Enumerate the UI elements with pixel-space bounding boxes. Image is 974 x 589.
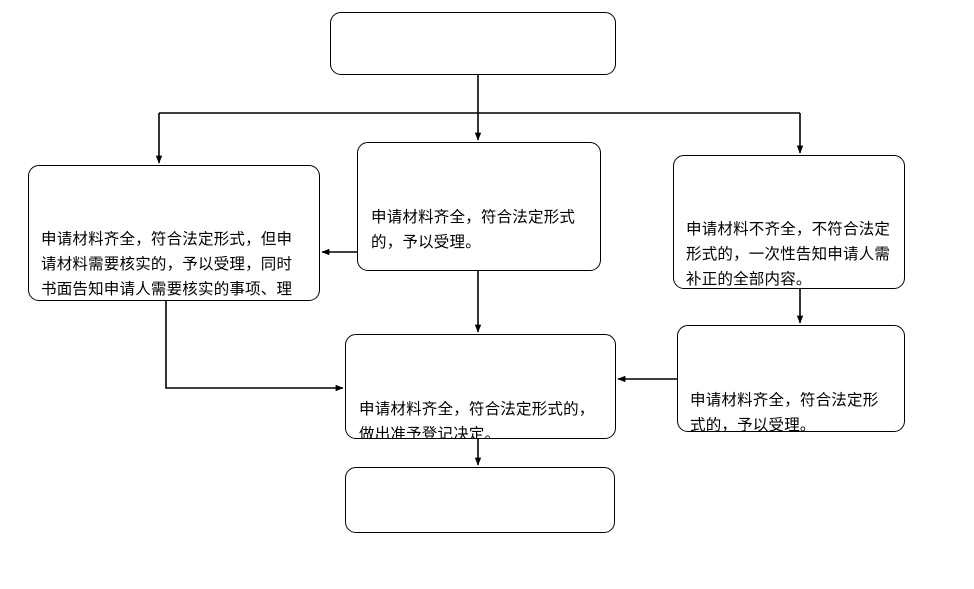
node-label: 领取企业名称预先核准通知书 [359, 530, 601, 532]
node-label: 申请材料齐全，符合法定形式的，予以受理。 [371, 208, 576, 252]
node-label: 申请材料齐全，符合法定形式的，予以受理。 [690, 391, 879, 432]
node-accept-right[interactable]: 申请材料齐全，符合法定形式的，予以受理。 [677, 325, 905, 432]
node-label: 申请材料齐全，符合法定形式的，做出准予登记决定。 [359, 400, 595, 439]
edge-verify-needed-to-approve [165, 301, 344, 392]
node-accept-top[interactable]: 申请材料齐全，符合法定形式的，予以受理。 [357, 142, 601, 271]
node-submit-application[interactable]: 申请人递交申请材料 [330, 12, 616, 75]
node-approve-registration[interactable]: 申请材料齐全，符合法定形式的，做出准予登记决定。 [345, 334, 616, 439]
node-verify-needed[interactable]: 申请材料齐全，符合法定形式，但申请材料需要核实的，予以受理，同时书面告知申请人需… [28, 165, 320, 301]
node-label: 申请材料齐全，符合法定形式，但申请材料需要核实的，予以受理，同时书面告知申请人需… [41, 230, 293, 299]
node-label: 申请材料不齐全，不符合法定形式的，一次性告知申请人需补正的全部内容。 [686, 220, 891, 289]
node-incomplete-materials[interactable]: 申请材料不齐全，不符合法定形式的，一次性告知申请人需补正的全部内容。 [673, 155, 905, 289]
node-receive-notice[interactable]: 领取企业名称预先核准通知书 [345, 467, 615, 533]
